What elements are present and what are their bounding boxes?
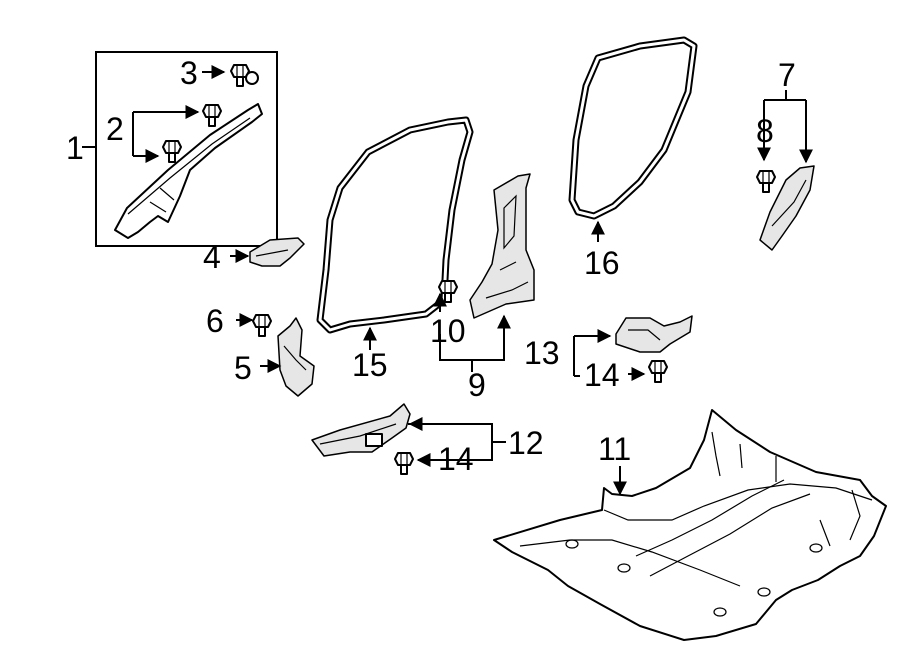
- callout-11: 11: [598, 431, 631, 467]
- a-pillar-trim-group: [82, 51, 278, 247]
- callout-6: 6: [206, 303, 224, 339]
- clip-14-upper-icon: [648, 360, 668, 383]
- kick-panel-5[interactable]: [260, 317, 315, 397]
- rear-door-weatherstrip-16[interactable]: [568, 36, 698, 242]
- callout-4: 4: [203, 239, 221, 275]
- callout-5: 5: [234, 350, 252, 386]
- callout-13: 13: [524, 335, 560, 371]
- callout-15: 15: [352, 347, 388, 383]
- a-pillar-trim[interactable]: [114, 103, 263, 239]
- bolt-6-icon: [252, 314, 272, 337]
- callout-9: 9: [468, 367, 486, 403]
- bracket-4[interactable]: [230, 237, 305, 267]
- callout-14-lower: 14: [438, 441, 474, 477]
- callout-16: 16: [584, 245, 620, 281]
- clip-14-lower-icon: [394, 452, 414, 475]
- clip-2-lower-icon: [162, 140, 182, 163]
- callout-14-upper: 14: [584, 357, 620, 393]
- clip-2-upper-icon: [202, 104, 222, 127]
- sill-plate-12[interactable]: [311, 403, 411, 457]
- callout-1: 1: [66, 130, 84, 166]
- bolt-8-icon: [756, 170, 776, 193]
- callout-3: 3: [180, 55, 198, 91]
- callout-labels: 1 2 3 4 5 6 7 8 9 10 11 12 13 14 14 15 1…: [66, 55, 796, 477]
- b-pillar-trim-9[interactable]: [469, 173, 535, 319]
- callout-10: 10: [430, 313, 466, 349]
- c-pillar-trim-7[interactable]: [759, 165, 815, 251]
- floor-carpet-11[interactable]: [493, 409, 887, 641]
- door-opening-weatherstrip-15[interactable]: [316, 116, 474, 350]
- callout-12: 12: [508, 425, 544, 461]
- callout-8: 8: [756, 113, 774, 149]
- callout-7: 7: [778, 57, 796, 93]
- callout-2: 2: [106, 111, 124, 147]
- bracket-13[interactable]: [615, 315, 693, 353]
